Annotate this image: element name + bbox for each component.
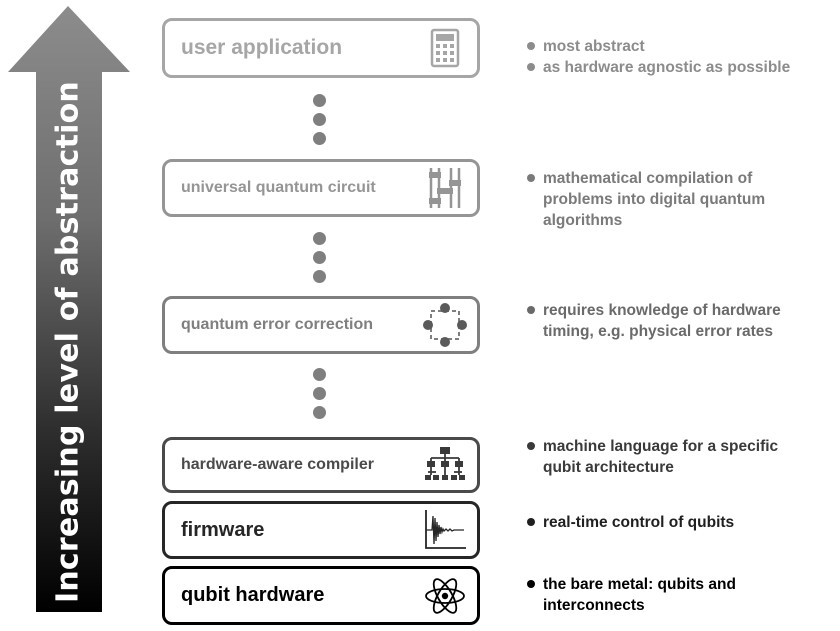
layer-label: qubit hardware [181,584,325,606]
layer-label: user application [181,36,343,59]
layer-description: requires knowledge of hardware timing, e… [526,300,816,342]
description-bullet: mathematical compilation of problems int… [526,168,796,231]
layer-hardware-aware-compiler: hardware-aware compiler [162,437,480,493]
description-bullet: the bare metal: qubits and interconnects [526,574,786,616]
layer-label: quantum error correction [181,316,374,333]
description-bullet: requires knowledge of hardware timing, e… [526,300,816,342]
layer-description: the bare metal: qubits and interconnects [526,574,786,616]
layer-label: firmware [181,518,265,541]
layer-label: hardware-aware compiler [181,456,374,473]
description-bullet: machine language for a specific qubit ar… [526,436,816,478]
error-correction-icon [421,299,469,351]
ellipsis-dots [313,94,329,151]
layer-description: most abstract as hardware agnostic as po… [526,36,790,78]
quantum-circuit-icon [421,162,469,214]
arrow-shape [8,6,130,612]
layer-description: mathematical compilation of problems int… [526,168,796,231]
layer-quantum-error-correction: quantum error correction [162,296,480,354]
waveform-icon [421,504,469,556]
description-bullet: real-time control of qubits [526,512,816,533]
axis-label: Increasing level of abstraction [50,80,86,604]
ellipsis-dots [313,368,329,425]
layer-universal-quantum-circuit: universal quantum circuit [162,159,480,217]
ellipsis-dots [313,232,329,289]
description-bullet: most abstract [526,36,790,57]
layer-description: machine language for a specific qubit ar… [526,436,816,478]
layer-description: real-time control of qubits [526,512,816,533]
layer-label: universal quantum circuit [181,179,376,196]
atom-icon [421,569,469,622]
layer-user-application: user application [162,18,480,78]
abstraction-arrow: Increasing level of abstraction [0,0,150,626]
hierarchy-icon [421,440,469,490]
description-bullet: as hardware agnostic as possible [526,57,790,78]
layer-firmware: firmware [162,501,480,559]
layer-qubit-hardware: qubit hardware [162,566,480,625]
calculator-icon [421,21,469,75]
